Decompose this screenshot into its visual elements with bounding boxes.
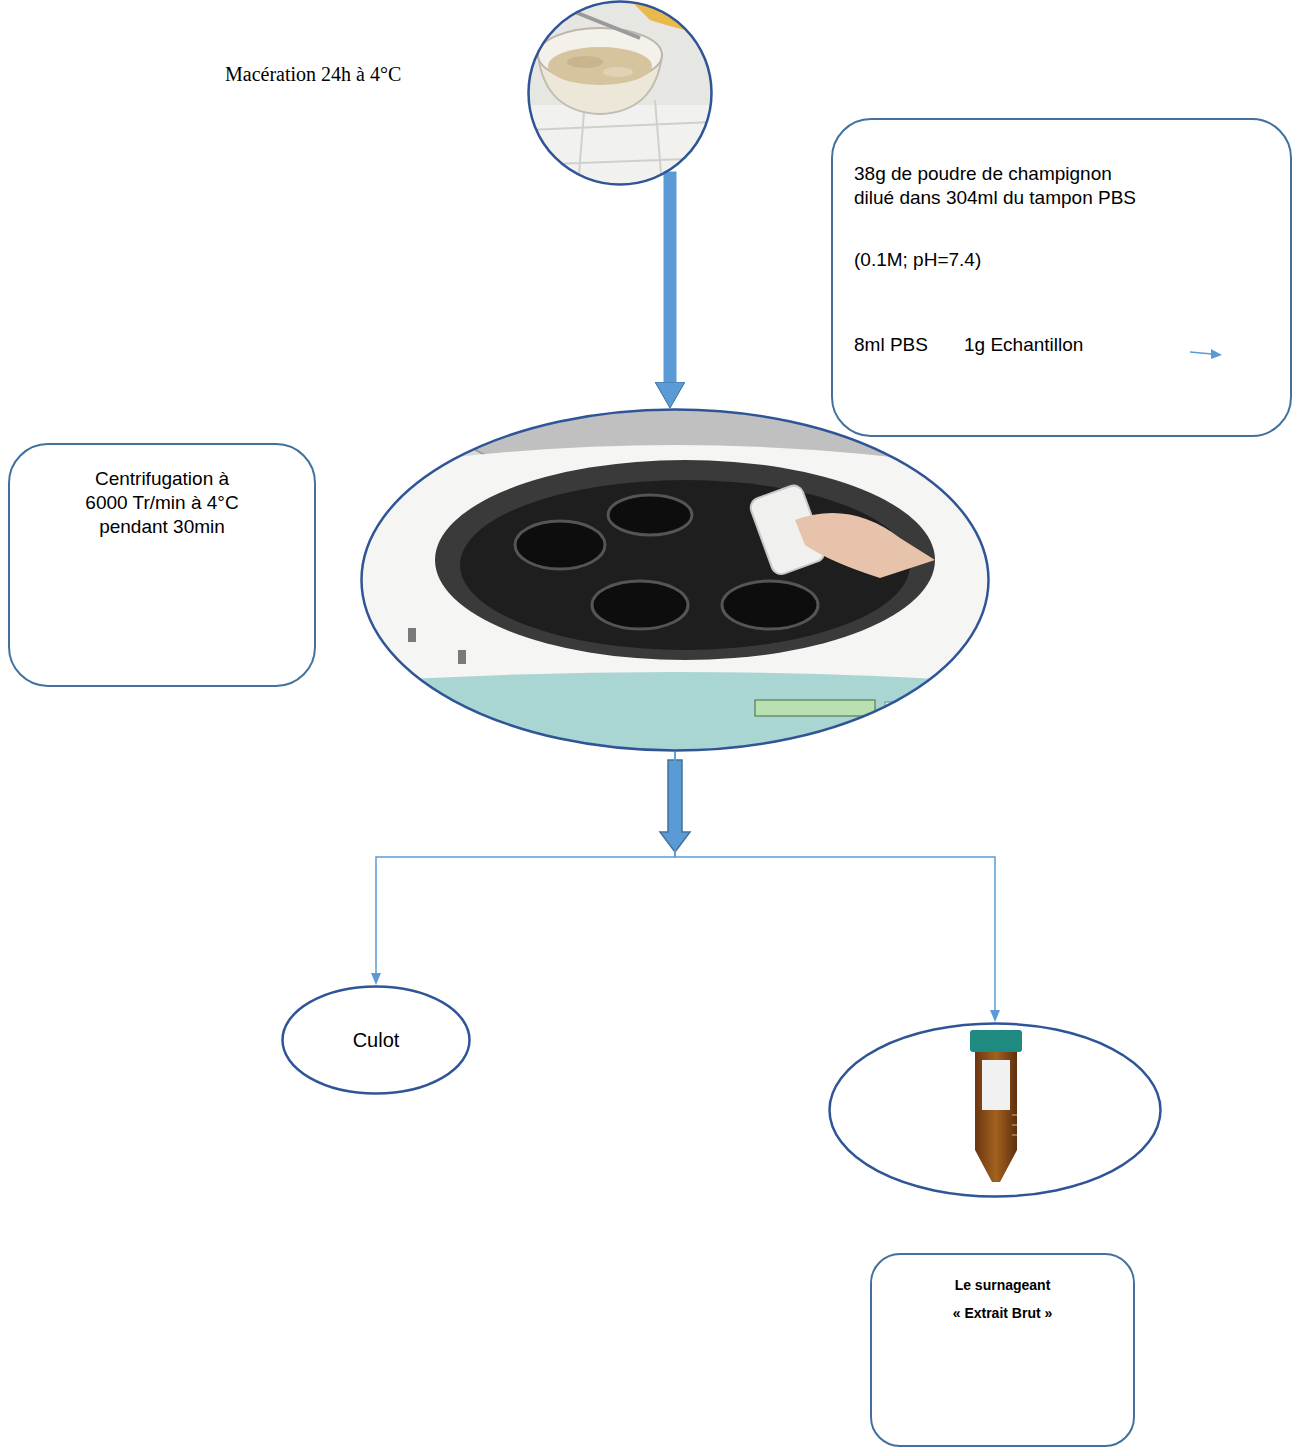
result-oval: Culot: [281, 985, 471, 1095]
outline-ellipse: [362, 410, 989, 751]
maceration-photo: [527, 0, 713, 186]
info-text: 8ml PBS: [854, 333, 928, 357]
result-label: « Extrait Brut »: [870, 1305, 1135, 1323]
photo-circle: Macération 24h à 4°C: [527, 0, 713, 186]
info-text: (0.1M; pH=7.4): [854, 248, 981, 272]
outline-ellipse: [529, 2, 712, 185]
step-label: Centrifugation à 6000 Tr/min à 4°C penda…: [75, 467, 250, 538]
step-label: Macération 24h à 4°C: [225, 62, 401, 87]
photo-ellipse: Centrifugation à 6000 Tr/min à 4°C penda…: [360, 408, 990, 752]
photo-circle: Le surnageant« Extrait Brut »: [828, 1022, 1162, 1198]
small-arrow: [1190, 349, 1222, 359]
connector-arrow: [376, 752, 675, 973]
tube-photo: [828, 1022, 1162, 1198]
shape-outline: [360, 408, 990, 752]
shape-outline: [828, 1022, 1162, 1198]
connector-arrow: [664, 171, 677, 382]
result-label: Le surnageant: [870, 1277, 1135, 1295]
info-text: 1g Echantillon: [964, 333, 1083, 357]
shape-outline: [527, 0, 713, 186]
result-label: Culot: [281, 985, 471, 1095]
info-box: 38g de poudre de champignon dilué dans 3…: [831, 118, 1292, 437]
outline-ellipse: [830, 1024, 1161, 1197]
info-text: 38g de poudre de champignon dilué dans 3…: [854, 162, 1154, 210]
connector-arrow: [675, 752, 995, 1010]
centrifuge-photo: [360, 375, 990, 752]
